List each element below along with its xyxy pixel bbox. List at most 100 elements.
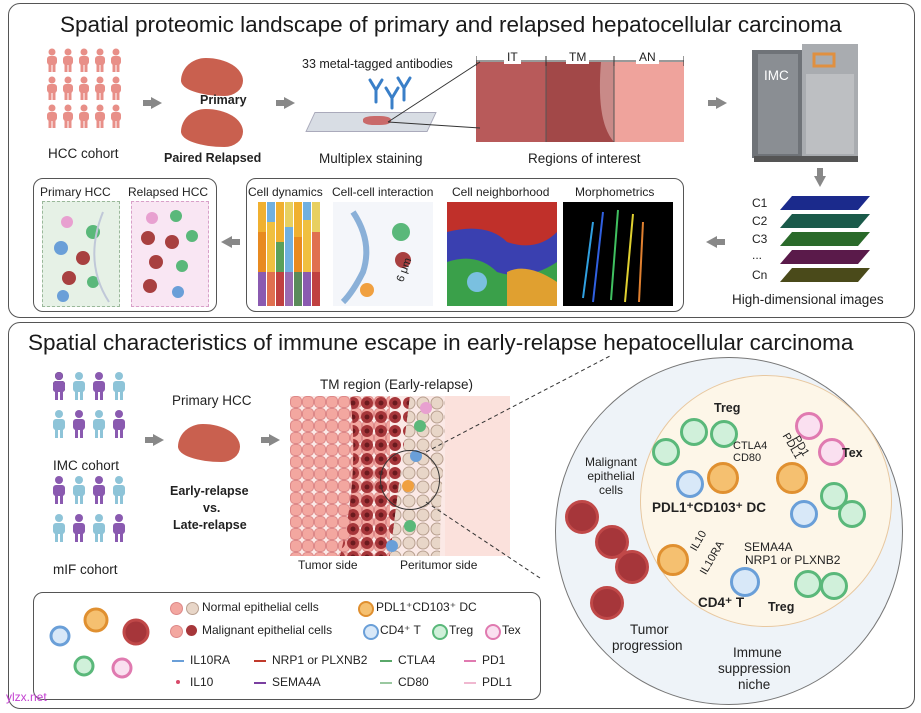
normal-cell-icon xyxy=(186,602,199,615)
il10-dot-icon xyxy=(176,680,180,684)
legend-treg-label: Treg xyxy=(449,623,474,637)
tex-icon xyxy=(485,624,501,640)
mif-cohort-label: mIF cohort xyxy=(53,562,118,577)
antibodies-label: 33 metal-tagged antibodies xyxy=(302,57,453,71)
early-relapse-label: Early-relapse xyxy=(170,484,249,498)
primary-label: Primary xyxy=(200,93,247,107)
tumor-side-label: Tumor side xyxy=(298,558,358,572)
analysis-morphometrics: Morphometrics xyxy=(575,185,655,199)
hcc-cohort-icon xyxy=(46,48,126,134)
malignant-cell xyxy=(565,500,599,534)
analysis-neighborhood: Cell neighborhood xyxy=(452,185,550,199)
morphometrics-image xyxy=(563,202,673,306)
tm-region-label: TM region (Early-relapse) xyxy=(320,377,474,392)
legend-sema4a: SEMA4A xyxy=(272,675,321,689)
il10ra-line-icon xyxy=(172,660,184,662)
legend-pd1: PD1 xyxy=(482,653,506,667)
cd80-label: CD80 xyxy=(733,452,762,464)
treg-cell xyxy=(680,418,708,446)
mif-cohort-icon xyxy=(52,476,132,556)
arrow-icon xyxy=(814,168,826,187)
tm-region-tissue xyxy=(290,396,510,556)
legend-cd80: CD80 xyxy=(398,675,429,689)
region-tm-label: TM xyxy=(566,50,590,64)
roi-zoom-lines xyxy=(387,61,481,129)
immune-suppression-label-1: Immune xyxy=(733,645,782,660)
top-title: Spatial proteomic landscape of primary a… xyxy=(60,12,842,37)
hcc-cohort-label: HCC cohort xyxy=(48,146,119,161)
tissue-sample xyxy=(363,116,391,125)
primary-liver-icon xyxy=(181,58,243,96)
malignant-cell xyxy=(590,586,624,620)
legend-malignant-label: Malignant epithelial cells xyxy=(202,623,333,637)
channel-cn: Cn xyxy=(752,268,768,282)
cd4t-icon xyxy=(363,624,379,640)
legend-interaction-icon xyxy=(40,600,160,692)
arrow-icon xyxy=(706,236,725,248)
tumor-progression-label-2: progression xyxy=(612,638,683,653)
peritumor-side-label: Peritumor side xyxy=(400,558,478,572)
legend-box xyxy=(33,592,541,700)
watermark: ylzx.net xyxy=(6,690,47,704)
malignant-cell-icon xyxy=(170,625,183,638)
region-an-label: AN xyxy=(636,50,659,64)
regions-of-interest-label: Regions of interest xyxy=(528,151,641,166)
legend-pdl1: PDL1 xyxy=(482,675,513,689)
cd4t-cell xyxy=(676,470,704,498)
treg-cell xyxy=(838,500,866,528)
relapsed-liver-icon xyxy=(181,109,243,147)
normal-cell-icon xyxy=(170,602,183,615)
antibody-icon xyxy=(362,76,422,112)
zoom-lines xyxy=(425,355,611,579)
ctla4-label: CTLA4 xyxy=(733,440,768,452)
treg-cell xyxy=(820,572,848,600)
nrp1-line-icon xyxy=(254,660,266,662)
dc-icon xyxy=(358,601,374,617)
treg-cell xyxy=(710,420,738,448)
relapsed-hcc-label: Relapsed HCC xyxy=(128,185,209,199)
image-stack-icon xyxy=(778,194,874,284)
nrp1-label: NRP1 or PLXNB2 xyxy=(745,553,841,567)
legend-ctla4: CTLA4 xyxy=(398,653,436,667)
malignant-cell-icon xyxy=(186,625,197,636)
paired-relapsed-label: Paired Relapsed xyxy=(164,151,262,165)
arrow-icon xyxy=(261,434,280,446)
channel-c1: C1 xyxy=(752,196,768,210)
legend-il10: IL10 xyxy=(190,675,214,689)
treg-cell xyxy=(652,438,680,466)
arrow-icon xyxy=(221,236,240,248)
cd4t-cell xyxy=(730,567,760,597)
cd4t-label: CD4⁺ T xyxy=(698,595,745,610)
vs-label: vs. xyxy=(203,501,221,515)
high-dim-label: High-dimensional images xyxy=(732,292,884,307)
channel-dots: ... xyxy=(752,248,763,262)
dc-label: PDL1⁺CD103⁺ DC xyxy=(652,500,767,515)
cell-cell-interaction-image xyxy=(333,202,433,306)
legend-cd4t-label: CD4⁺ T xyxy=(380,623,421,637)
tex-label: Tex xyxy=(842,446,863,460)
treg-icon xyxy=(432,624,448,640)
imc-label: IMC xyxy=(764,68,789,83)
ctla4-line-icon xyxy=(380,660,392,662)
treg-label: Treg xyxy=(714,401,741,415)
cd80-line-icon xyxy=(380,682,392,684)
malignant-epithelial-label: Malignant epithelial cells xyxy=(584,455,638,497)
dc-cell xyxy=(776,462,808,494)
analysis-cell-dynamics: Cell dynamics xyxy=(248,185,323,199)
primary-hcc-label: Primary HCC xyxy=(40,185,111,199)
channel-c2: C2 xyxy=(752,214,768,228)
arrow-icon xyxy=(145,434,164,446)
relapsed-hcc-image xyxy=(131,201,209,307)
roi-image xyxy=(476,62,684,142)
analysis-box xyxy=(246,178,684,312)
imc-cohort-label: IMC cohort xyxy=(53,458,120,473)
cd4t-cell xyxy=(790,500,818,528)
legend-normal-label: Normal epithelial cells xyxy=(202,600,319,614)
imc-machine-icon xyxy=(752,44,862,164)
cell-neighborhood-image xyxy=(447,202,557,306)
sema4a-line-icon xyxy=(254,682,266,684)
treg-cell xyxy=(794,570,822,598)
treg-cell xyxy=(820,482,848,510)
dc-cell xyxy=(707,462,739,494)
primary-hcc-image xyxy=(42,201,120,307)
